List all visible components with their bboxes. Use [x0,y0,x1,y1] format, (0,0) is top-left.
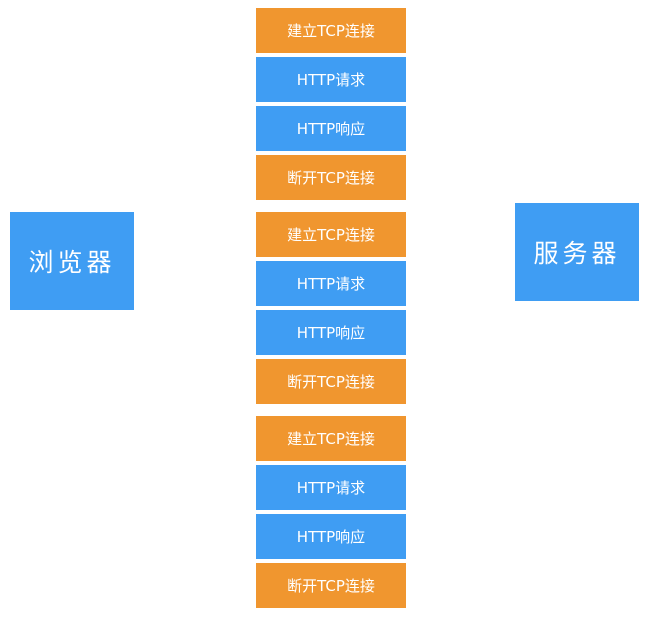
step-label: HTTP响应 [296,324,366,342]
connection-sequence-2: 建立TCP连接 HTTP请求 HTTP响应 断开TCP连接 [256,212,406,404]
step-label: 断开TCP连接 [287,169,375,187]
http-request-step: HTTP请求 [256,465,406,510]
browser-label: 浏览器 [28,248,116,277]
establish-tcp-connection-step: 建立TCP连接 [256,416,406,461]
step-label: 建立TCP连接 [287,430,375,448]
step-label: HTTP响应 [296,528,366,546]
http-request-step: HTTP请求 [256,261,406,306]
server-box: 服务器 [515,203,639,301]
step-label: 断开TCP连接 [287,373,375,391]
establish-tcp-connection-step: 建立TCP连接 [256,212,406,257]
step-label: HTTP请求 [296,479,366,497]
step-label: 断开TCP连接 [287,577,375,595]
browser-box: 浏览器 [10,212,134,310]
http-request-step: HTTP请求 [256,57,406,102]
close-tcp-connection-step: 断开TCP连接 [256,359,406,404]
connection-sequence-1: 建立TCP连接 HTTP请求 HTTP响应 断开TCP连接 [256,8,406,200]
establish-tcp-connection-step: 建立TCP连接 [256,8,406,53]
step-label: 建立TCP连接 [287,226,375,244]
step-label: HTTP请求 [296,275,366,293]
http-response-step: HTTP响应 [256,310,406,355]
step-label: HTTP响应 [296,120,366,138]
connection-sequence-3: 建立TCP连接 HTTP请求 HTTP响应 断开TCP连接 [256,416,406,608]
server-label: 服务器 [533,239,621,268]
close-tcp-connection-step: 断开TCP连接 [256,155,406,200]
step-label: 建立TCP连接 [287,22,375,40]
http-response-step: HTTP响应 [256,514,406,559]
step-label: HTTP请求 [296,71,366,89]
close-tcp-connection-step: 断开TCP连接 [256,563,406,608]
http-response-step: HTTP响应 [256,106,406,151]
